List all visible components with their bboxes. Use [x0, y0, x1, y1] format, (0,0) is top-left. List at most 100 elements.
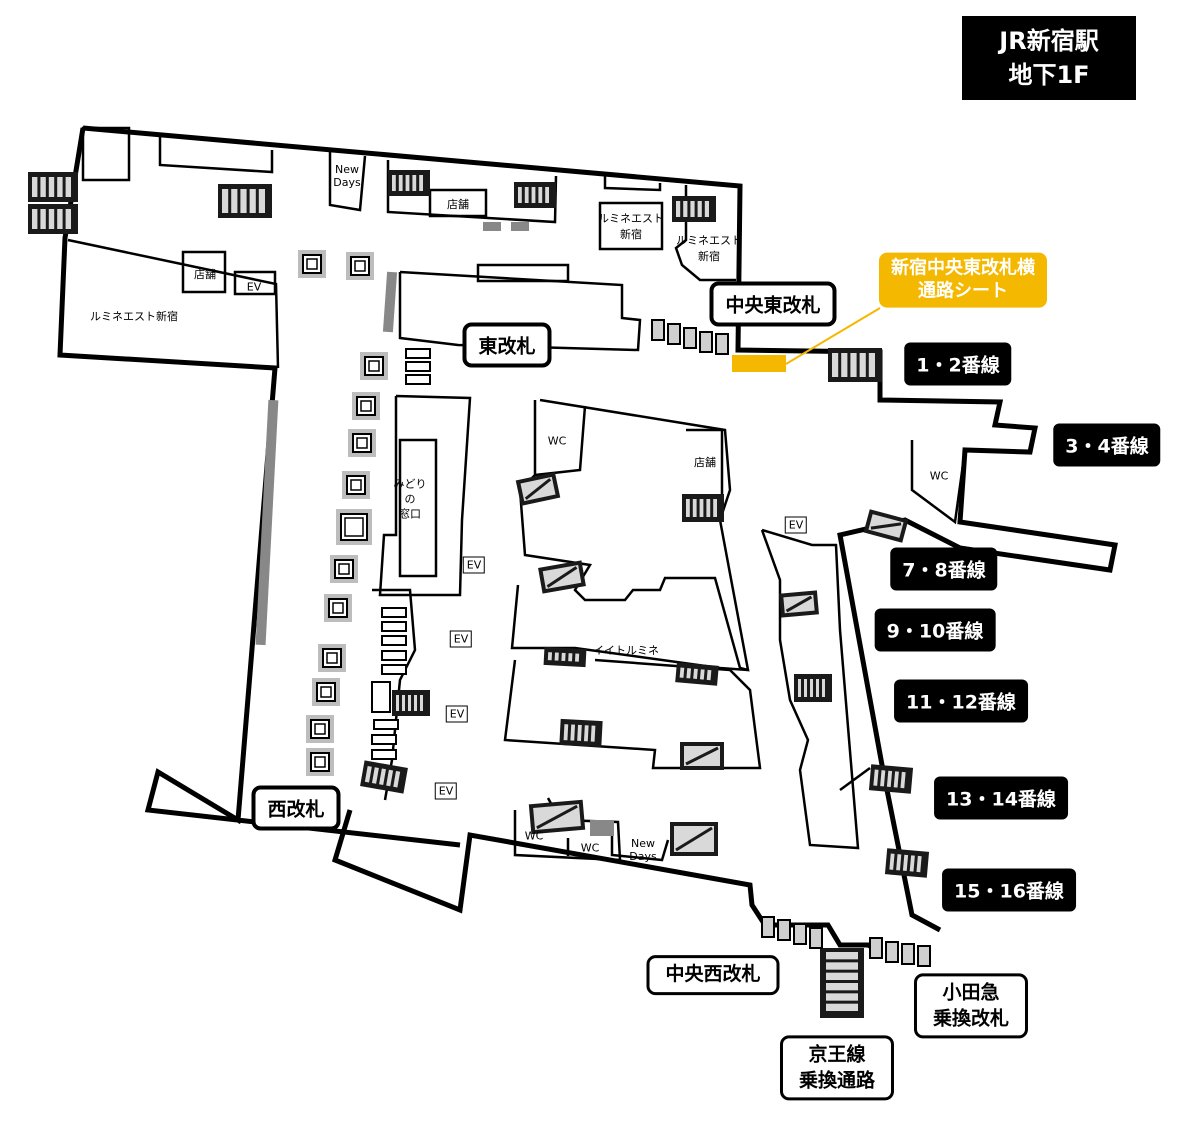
ticket-machine-icon: [405, 374, 431, 385]
stairs-icon: [794, 674, 832, 702]
stairs-icon: [884, 848, 930, 878]
platform-11-12[interactable]: 11・12番線: [894, 679, 1028, 723]
outer-wall-south: [331, 809, 882, 955]
gate-east[interactable]: 東改札: [462, 322, 552, 368]
stairs-icon: [682, 494, 724, 522]
ticket-machine-icon: [373, 719, 399, 730]
midori-line1: みどり: [393, 477, 427, 491]
turnstile-icon: [901, 943, 915, 965]
turnstile-icon: [761, 916, 775, 938]
elevator-left: EV: [246, 280, 262, 294]
platform-9-10[interactable]: 9・10番線: [874, 608, 996, 652]
itoh-lumine: イイトルミネ: [593, 644, 659, 657]
turnstile-icon: [793, 923, 807, 945]
shop-top: 店舗: [447, 198, 469, 211]
turnstile-icon: [667, 323, 681, 345]
turnstile-icon: [699, 331, 713, 353]
platform-15-16[interactable]: 15・16番線: [942, 868, 1076, 912]
midori-line2: の: [404, 492, 416, 506]
ticket-machine-icon: [381, 650, 407, 661]
stairs-icon: [820, 948, 864, 1018]
platform-1-2[interactable]: 1・2番線: [904, 342, 1012, 386]
shop-left: 店舗: [194, 268, 216, 281]
gate-odakyu-transfer[interactable]: 小田急 乗換改札: [913, 973, 1029, 1039]
elevator-midori: EV: [462, 556, 486, 574]
turnstile-icon: [809, 927, 823, 949]
stairs-icon: [28, 204, 78, 234]
midori-no-madoguchi: みどり の 窓口: [394, 478, 427, 523]
lumine-est-a: ルミネエスト 新宿: [598, 210, 664, 242]
platform-3-4[interactable]: 3・4番線: [1053, 423, 1161, 467]
keio-transfer-line1: 京王線: [808, 1043, 866, 1066]
gate-central-west[interactable]: 中央西改札: [646, 955, 780, 995]
ticket-machine-icon: [371, 734, 397, 745]
platform-7-8[interactable]: 7・8番線: [890, 547, 998, 591]
newdays-bottom-line1: New: [630, 837, 655, 850]
pillar-icon: [306, 715, 334, 743]
platform-label: 13・14番線: [946, 788, 1056, 811]
gate-central-east-label: 中央東改札: [725, 294, 821, 317]
stairs-icon: [360, 760, 408, 794]
pillar-icon: [330, 555, 358, 583]
pillar-icon: [346, 252, 374, 280]
platform-13-14[interactable]: 13・14番線: [934, 776, 1068, 820]
stairs-icon: [868, 764, 914, 794]
gate-odakyu-line2: 乗換改札: [932, 1007, 1010, 1029]
gate-west[interactable]: 西改札: [251, 785, 341, 831]
restroom-right: WC: [929, 469, 949, 483]
stairs-icon: [515, 472, 561, 506]
newdays-top: New Days: [333, 163, 360, 189]
pillar-icon: [324, 594, 352, 622]
pillar-icon: [590, 820, 614, 836]
pillar-icon: [483, 222, 501, 231]
restroom-center: WC: [547, 434, 567, 448]
pillar-icon: [255, 399, 279, 646]
newdays-bottom-line2: Days: [629, 850, 657, 863]
turnstile-icon: [715, 333, 729, 355]
stairs-icon: [543, 646, 587, 668]
pillar-icon: [342, 471, 370, 499]
turnstile-icon: [869, 937, 883, 959]
lumine-est-left: ルミネエスト新宿: [90, 310, 178, 323]
stairs-icon: [559, 718, 603, 748]
callout-leader-line: [785, 307, 881, 365]
pillar-icon: [336, 509, 372, 545]
keio-transfer-passage[interactable]: 京王線 乗換通路: [779, 1035, 895, 1101]
ticket-machine-icon: [381, 635, 407, 646]
midori-line3: 窓口: [399, 507, 421, 521]
pillar-icon: [318, 644, 346, 672]
lumine-est-a-line1: ルミネエスト: [598, 212, 664, 225]
pillar-icon: [511, 222, 529, 231]
stairs-icon: [388, 170, 430, 196]
elevator-center-1: EV: [449, 630, 473, 648]
gate-west-label: 西改札: [267, 798, 325, 821]
platform-label: 1・2番線: [916, 354, 1000, 377]
lumine-est-b-line1: ルミネエスト: [676, 234, 742, 247]
seat-callout-line1: 新宿中央東改札横: [891, 257, 1035, 279]
lumine-est-a-line2: 新宿: [620, 228, 642, 241]
gate-central-east[interactable]: 中央東改札: [709, 281, 837, 327]
outer-wall-west: [57, 127, 461, 848]
kiosk-icon: [371, 681, 391, 713]
pillar-icon: [360, 352, 388, 380]
newdays-top-line1: New: [334, 163, 359, 176]
shop-center: 店舗: [694, 456, 716, 469]
newdays-top-line2: Days: [333, 176, 361, 189]
stairs-icon: [672, 196, 716, 222]
stairs-icon: [28, 172, 78, 202]
map-title: JR新宿駅 地下1F: [962, 16, 1136, 100]
platform-label: 3・4番線: [1065, 435, 1149, 458]
elevator-center-2: EV: [445, 705, 469, 723]
stairs-icon: [680, 742, 724, 770]
pillar-icon: [306, 748, 334, 776]
restroom-bottom-1: WC: [524, 829, 544, 843]
pillar-icon: [382, 271, 398, 333]
elevator-bottom: EV: [434, 782, 458, 800]
seat-location-marker: [732, 355, 786, 372]
seat-callout-line2: 通路シート: [918, 281, 1008, 302]
seat-callout: 新宿中央東改札横 通路シート: [879, 252, 1047, 308]
turnstile-icon: [651, 319, 665, 341]
turnstile-icon: [917, 945, 931, 967]
ticket-machine-icon: [405, 348, 431, 359]
